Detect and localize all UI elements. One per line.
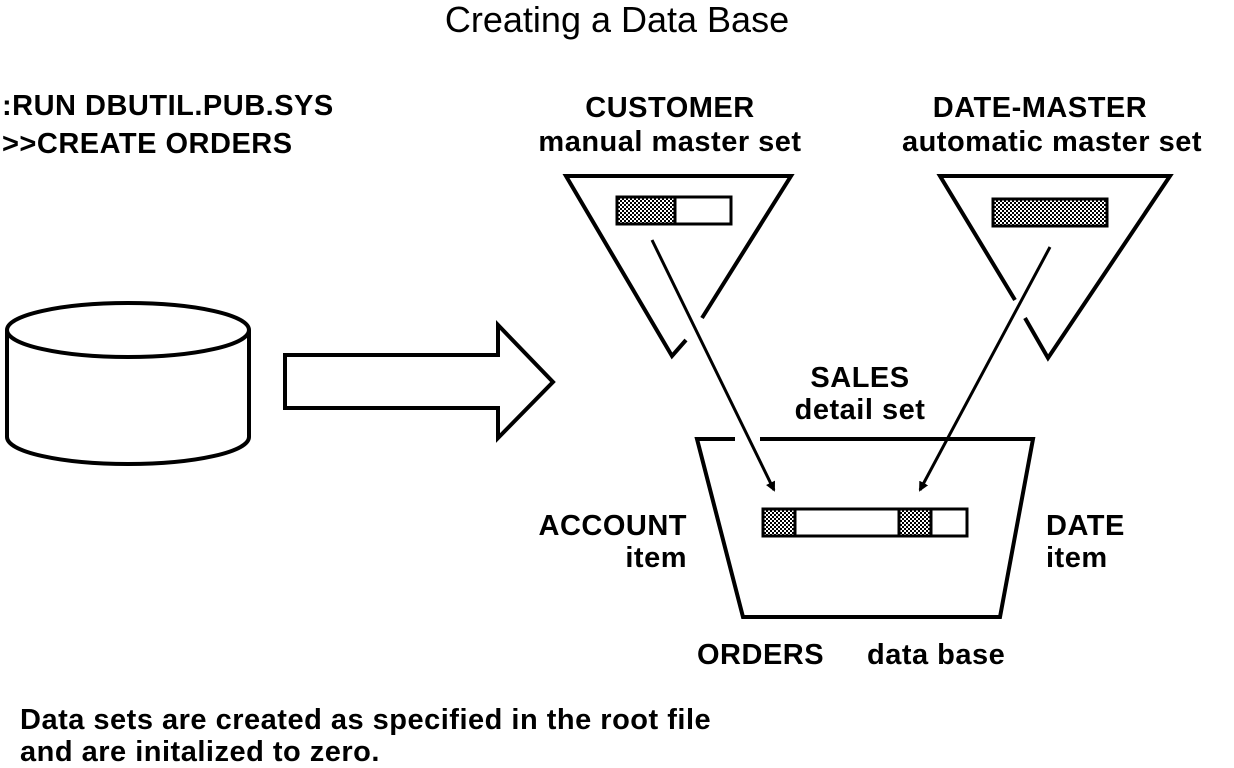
customer-key-field (615, 195, 733, 226)
customer-set-name: CUSTOMER (585, 92, 755, 124)
date-master-set-type: automatic master set (901, 126, 1203, 158)
customer-to-account-arrow (650, 239, 776, 492)
orders-database-shape (694, 437, 1036, 619)
customer-set-type: manual master set (538, 126, 802, 158)
diagram-title: Creating a Data Base (444, 0, 790, 40)
sales-record-field (761, 507, 969, 538)
disk-cylinder-icon (5, 301, 251, 466)
date-master-key-field (991, 197, 1109, 228)
orders-database-name: ORDERS (697, 639, 825, 671)
date-master-set-name: DATE-MASTER (932, 92, 1148, 124)
date-master-set-shape (936, 174, 1174, 362)
command-create-orders: >>CREATE ORDERS (2, 128, 293, 160)
date-master-to-date-arrow (918, 246, 1052, 492)
command-run-dbutil: :RUN DBUTIL.PUB.SYS (2, 90, 334, 122)
caption-line-1: Data sets are created as specified in th… (20, 704, 712, 736)
account-item-type: item (625, 542, 687, 574)
sales-set-type: detail set (794, 394, 926, 426)
date-item-name: DATE (1046, 510, 1125, 542)
account-item-name: ACCOUNT (538, 510, 687, 542)
customer-master-set-shape (562, 174, 795, 360)
right-arrow-icon (283, 320, 556, 443)
orders-database-type: data base (867, 639, 1006, 671)
caption-line-2: and are initalized to zero. (20, 736, 380, 768)
date-item-type: item (1046, 542, 1108, 574)
sales-set-name: SALES (810, 362, 910, 394)
